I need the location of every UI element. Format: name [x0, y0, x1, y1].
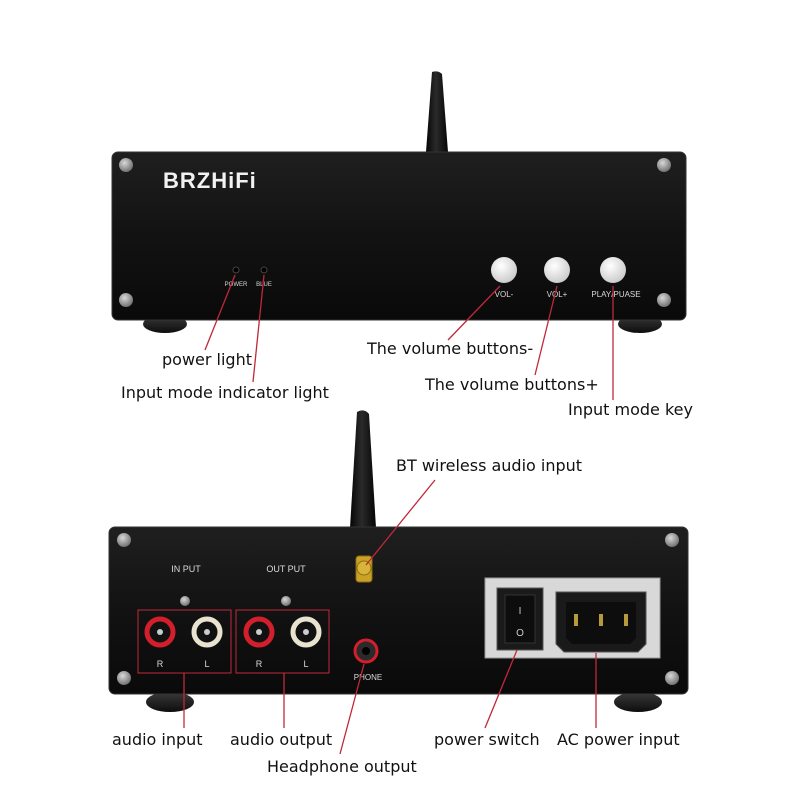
screw — [665, 671, 679, 685]
power-led — [232, 266, 240, 274]
power-switch[interactable] — [504, 594, 536, 644]
screw — [657, 293, 671, 307]
callout-input-mode-indicator: Input mode indicator light — [121, 383, 329, 402]
phone-label: PHONE — [354, 673, 382, 682]
output-rca-box — [235, 609, 330, 674]
screw — [119, 158, 133, 172]
front-leader-lines — [204, 274, 614, 400]
callout-bt-input: BT wireless audio input — [396, 456, 583, 475]
ac-pin — [624, 614, 628, 626]
screw — [117, 671, 131, 685]
antenna-rear — [350, 410, 376, 528]
screw — [657, 158, 671, 172]
input-l-label: L — [204, 659, 209, 669]
rca-pin — [157, 629, 163, 635]
callout-power-light: power light — [162, 350, 252, 369]
screw — [281, 596, 291, 606]
callout-ac-power-input: AC power input — [557, 730, 680, 749]
rca-pin — [204, 629, 210, 635]
vol-up-label: VOL+ — [547, 290, 568, 299]
ac-pin — [599, 614, 603, 626]
callout-audio-input: audio input — [112, 730, 203, 749]
screw — [665, 533, 679, 547]
power-led-label: POWER — [225, 282, 248, 288]
output-l-label: L — [303, 659, 308, 669]
screw — [180, 596, 190, 606]
callout-volume-up: The volume buttons+ — [425, 375, 599, 394]
rca-pin — [256, 629, 262, 635]
vol-down-label: VOL- — [495, 290, 514, 299]
vol-down-button[interactable] — [491, 257, 517, 283]
screw — [119, 293, 133, 307]
switch-on-mark: I — [519, 606, 522, 617]
input-r-label: R — [157, 659, 164, 669]
ac-pin — [574, 614, 578, 626]
blue-led-label: BLUE — [256, 282, 272, 288]
bt-antenna-nut — [356, 560, 372, 576]
callout-headphone-output: Headphone output — [267, 757, 417, 776]
headphone-jack-hole — [362, 647, 370, 655]
antenna-front — [426, 71, 448, 152]
callout-volume-down: The volume buttons- — [367, 339, 534, 358]
rca-pin — [303, 629, 309, 635]
foot — [146, 692, 194, 712]
rear-leader-lines — [183, 479, 597, 755]
output-group-label: OUT PUT — [266, 564, 306, 574]
callout-power-switch: power switch — [434, 730, 540, 749]
output-r-label: R — [256, 659, 263, 669]
play-pause-label: PLAY/PUASE — [591, 290, 640, 299]
switch-off-mark: O — [516, 628, 524, 639]
play-pause-button[interactable] — [600, 257, 626, 283]
front-chassis — [111, 151, 687, 321]
foot — [614, 692, 662, 712]
front-panel-view: BRZHiFi POWER BLUE VOL- VOL+ PLAY/PUASE — [111, 71, 687, 400]
callout-audio-output: audio output — [230, 730, 333, 749]
brand-logo: BRZHiFi — [163, 168, 257, 193]
vol-up-button[interactable] — [544, 257, 570, 283]
screw — [117, 533, 131, 547]
callout-input-mode-key: Input mode key — [568, 400, 693, 419]
rear-panel-view: IN PUT OUT PUT R L R L PHONE I O — [108, 410, 689, 755]
input-group-label: IN PUT — [171, 564, 201, 574]
blue-led — [260, 266, 268, 274]
